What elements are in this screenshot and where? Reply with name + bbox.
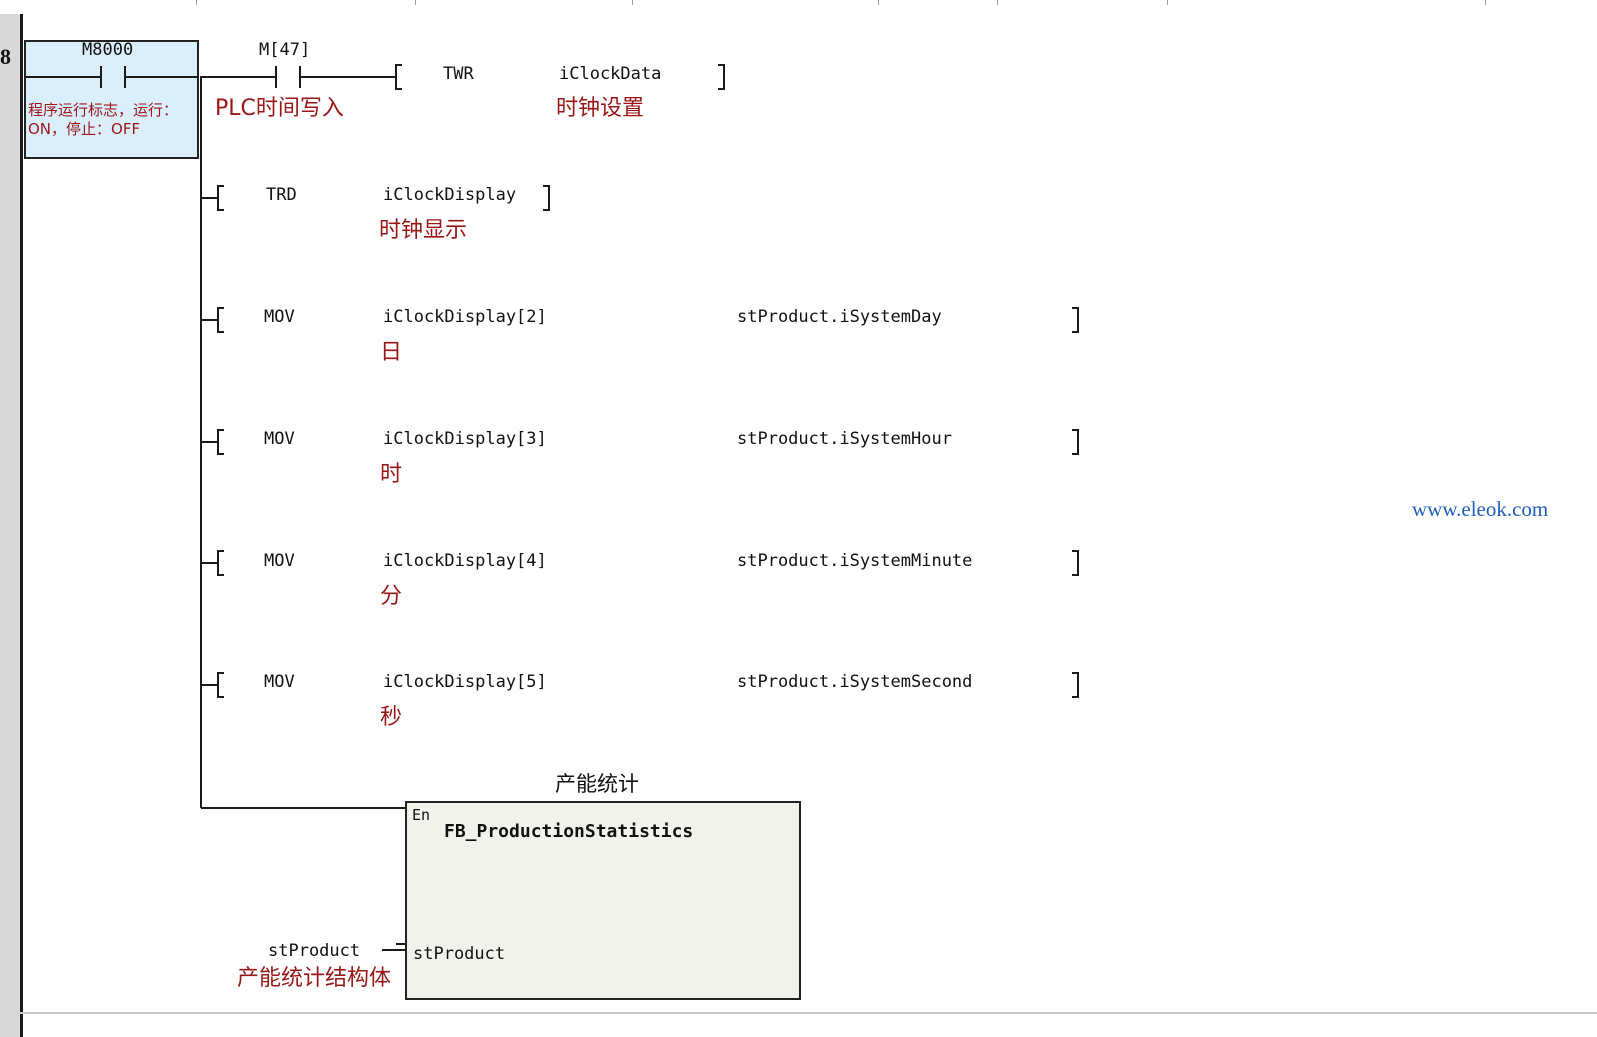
instruction-op-mov[interactable]: MOV — [264, 672, 295, 692]
watermark: www.eleok.com — [1412, 497, 1549, 521]
bracket-left-trd — [217, 185, 224, 211]
instruction-arg1-mov[interactable]: iClockDisplay[2] — [383, 307, 547, 327]
instruction-arg2-mov[interactable]: stProduct.iSystemSecond — [737, 672, 973, 692]
bracket-right-trd — [543, 185, 550, 211]
fb-input-comment: 产能统计结构体 — [237, 966, 392, 991]
contact-m8000-operand[interactable]: M8000 — [82, 40, 134, 60]
instruction-op-trd[interactable]: TRD — [266, 185, 297, 205]
instruction-arg1-mov[interactable]: iClockDisplay[3] — [383, 429, 547, 449]
editor-top-strip — [0, 0, 1597, 40]
instruction-arg1-mov[interactable]: iClockDisplay[4] — [383, 551, 547, 571]
fb-instance-comment: 产能统计 — [555, 772, 639, 796]
instruction-arg1-trd[interactable]: iClockDisplay — [383, 185, 517, 205]
contact-m47-comment: PLC时间写入 — [215, 96, 344, 121]
contact-m8000-icon — [101, 66, 125, 88]
instruction-arg1-comment-trd: 时钟显示 — [379, 218, 468, 243]
bracket-left-mov — [217, 307, 224, 333]
tab-separator — [196, 0, 197, 5]
bracket-right-mov — [1072, 672, 1079, 698]
bracket-left-mov — [217, 429, 224, 455]
bracket-right-mov — [1072, 307, 1079, 333]
rung-number-gutter — [0, 14, 20, 1037]
rung-number[interactable]: 8 — [0, 44, 11, 69]
instruction-arg2-mov[interactable]: stProduct.iSystemMinute — [737, 551, 973, 571]
instruction-arg2-mov[interactable]: stProduct.iSystemDay — [737, 307, 942, 327]
tab-separator — [878, 0, 879, 5]
editor-bottom-border — [20, 1012, 1597, 1014]
fb-input-pin-label: stProduct — [413, 944, 506, 964]
fb-input-variable[interactable]: stProduct — [268, 941, 361, 961]
instruction-op-twr[interactable]: TWR — [443, 64, 474, 84]
contact-m47-icon — [276, 66, 300, 88]
tab-separator — [1167, 0, 1168, 5]
tab-separator — [632, 0, 633, 5]
bracket-left-twr — [395, 64, 402, 90]
fb-type-name: FB_ProductionStatistics — [444, 821, 694, 842]
instruction-arg1-comment-twr: 时钟设置 — [556, 96, 645, 121]
bracket-right-mov — [1072, 429, 1079, 455]
instruction-op-mov[interactable]: MOV — [264, 307, 295, 327]
instruction-arg1-comment-mov: 秒 — [380, 705, 403, 730]
tab-separator — [1485, 0, 1486, 5]
instruction-op-mov[interactable]: MOV — [264, 429, 295, 449]
contact-m8000-comment: 程序运行标志，运行：ON，停止：OFF — [28, 101, 179, 138]
instruction-op-mov[interactable]: MOV — [264, 551, 295, 571]
instruction-arg1-twr[interactable]: iClockData — [559, 64, 662, 84]
bracket-right-twr — [718, 64, 725, 90]
function-block[interactable]: En FB_ProductionStatistics stProduct — [405, 801, 801, 1000]
bracket-left-mov — [217, 672, 224, 698]
contact-m8000-cell[interactable] — [24, 40, 199, 159]
instruction-arg1-comment-mov: 日 — [380, 340, 403, 365]
instruction-arg1-comment-mov: 分 — [380, 584, 403, 609]
fb-enable-pin: En — [412, 806, 431, 824]
bracket-right-mov — [1072, 550, 1079, 576]
tab-separator — [415, 0, 416, 5]
contact-m47-operand[interactable]: M[47] — [259, 40, 311, 60]
instruction-arg1-mov[interactable]: iClockDisplay[5] — [383, 672, 547, 692]
instruction-arg2-mov[interactable]: stProduct.iSystemHour — [737, 429, 952, 449]
left-power-rail — [20, 14, 23, 1037]
tab-separator — [997, 0, 998, 5]
instruction-arg1-comment-mov: 时 — [380, 462, 403, 487]
bracket-left-mov — [217, 550, 224, 576]
